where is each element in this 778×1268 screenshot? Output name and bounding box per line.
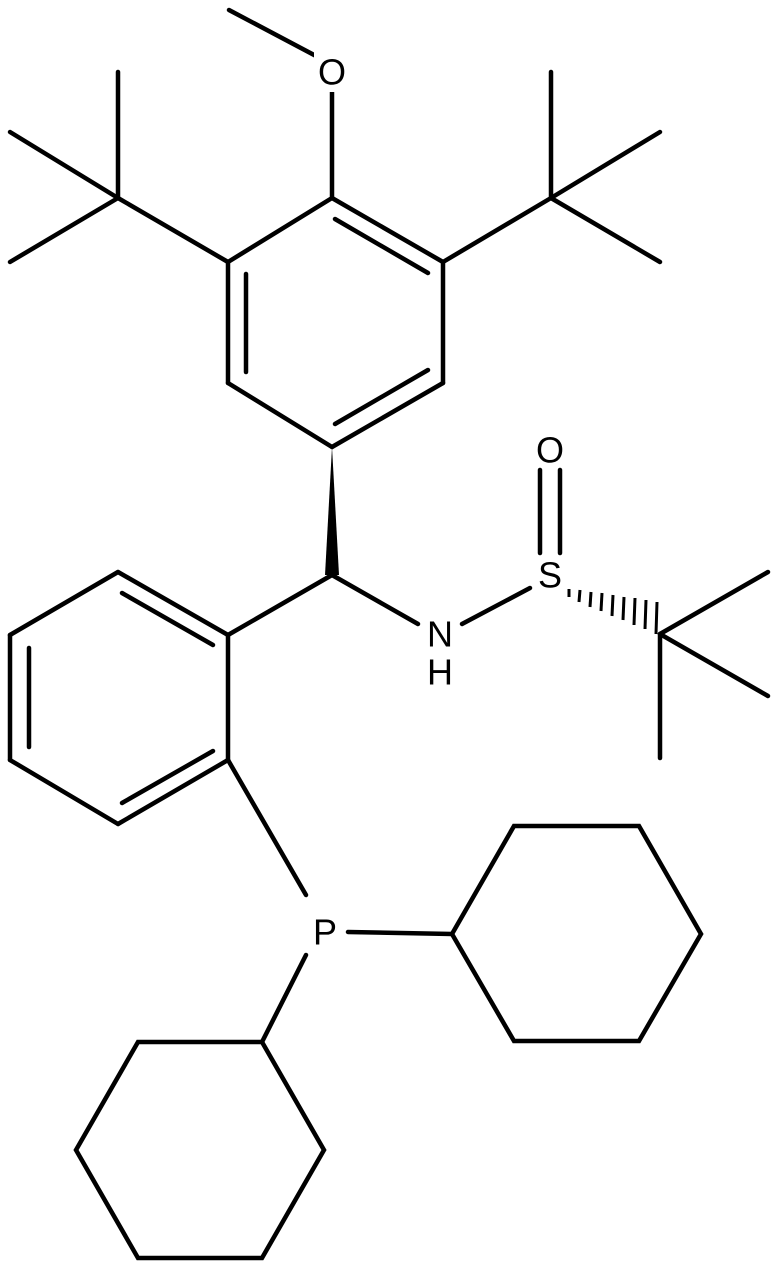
right-cyclohexyl-ring bbox=[449, 823, 704, 1044]
methoxy-group: O bbox=[226, 7, 350, 201]
sulfur-tert-butyl bbox=[657, 569, 771, 761]
sulfinamide-group: N H S O bbox=[427, 430, 564, 693]
phosphine-group: P bbox=[259, 912, 455, 1045]
wedge-bond bbox=[325, 447, 339, 575]
sulfur-label: S bbox=[538, 555, 562, 596]
upper-aryl-ring bbox=[225, 195, 446, 450]
bond-aryl-p bbox=[225, 757, 309, 898]
nitrogen-hydrogen-label: H bbox=[427, 652, 453, 693]
left-tert-butyl bbox=[7, 69, 231, 265]
nitrogen-label: N bbox=[427, 614, 453, 655]
right-tert-butyl bbox=[440, 69, 663, 265]
hashed-wedge-bond bbox=[567, 589, 659, 635]
bottom-cyclohexyl-ring bbox=[73, 1039, 327, 1261]
bond-ch-aryl bbox=[225, 572, 335, 638]
bond-ch-n bbox=[329, 572, 421, 627]
phosphorus-label: P bbox=[313, 912, 337, 953]
sulfinyl-oxygen-label: O bbox=[536, 430, 564, 471]
methoxy-oxygen-label: O bbox=[318, 52, 346, 93]
lower-phenyl-ring bbox=[7, 569, 231, 827]
